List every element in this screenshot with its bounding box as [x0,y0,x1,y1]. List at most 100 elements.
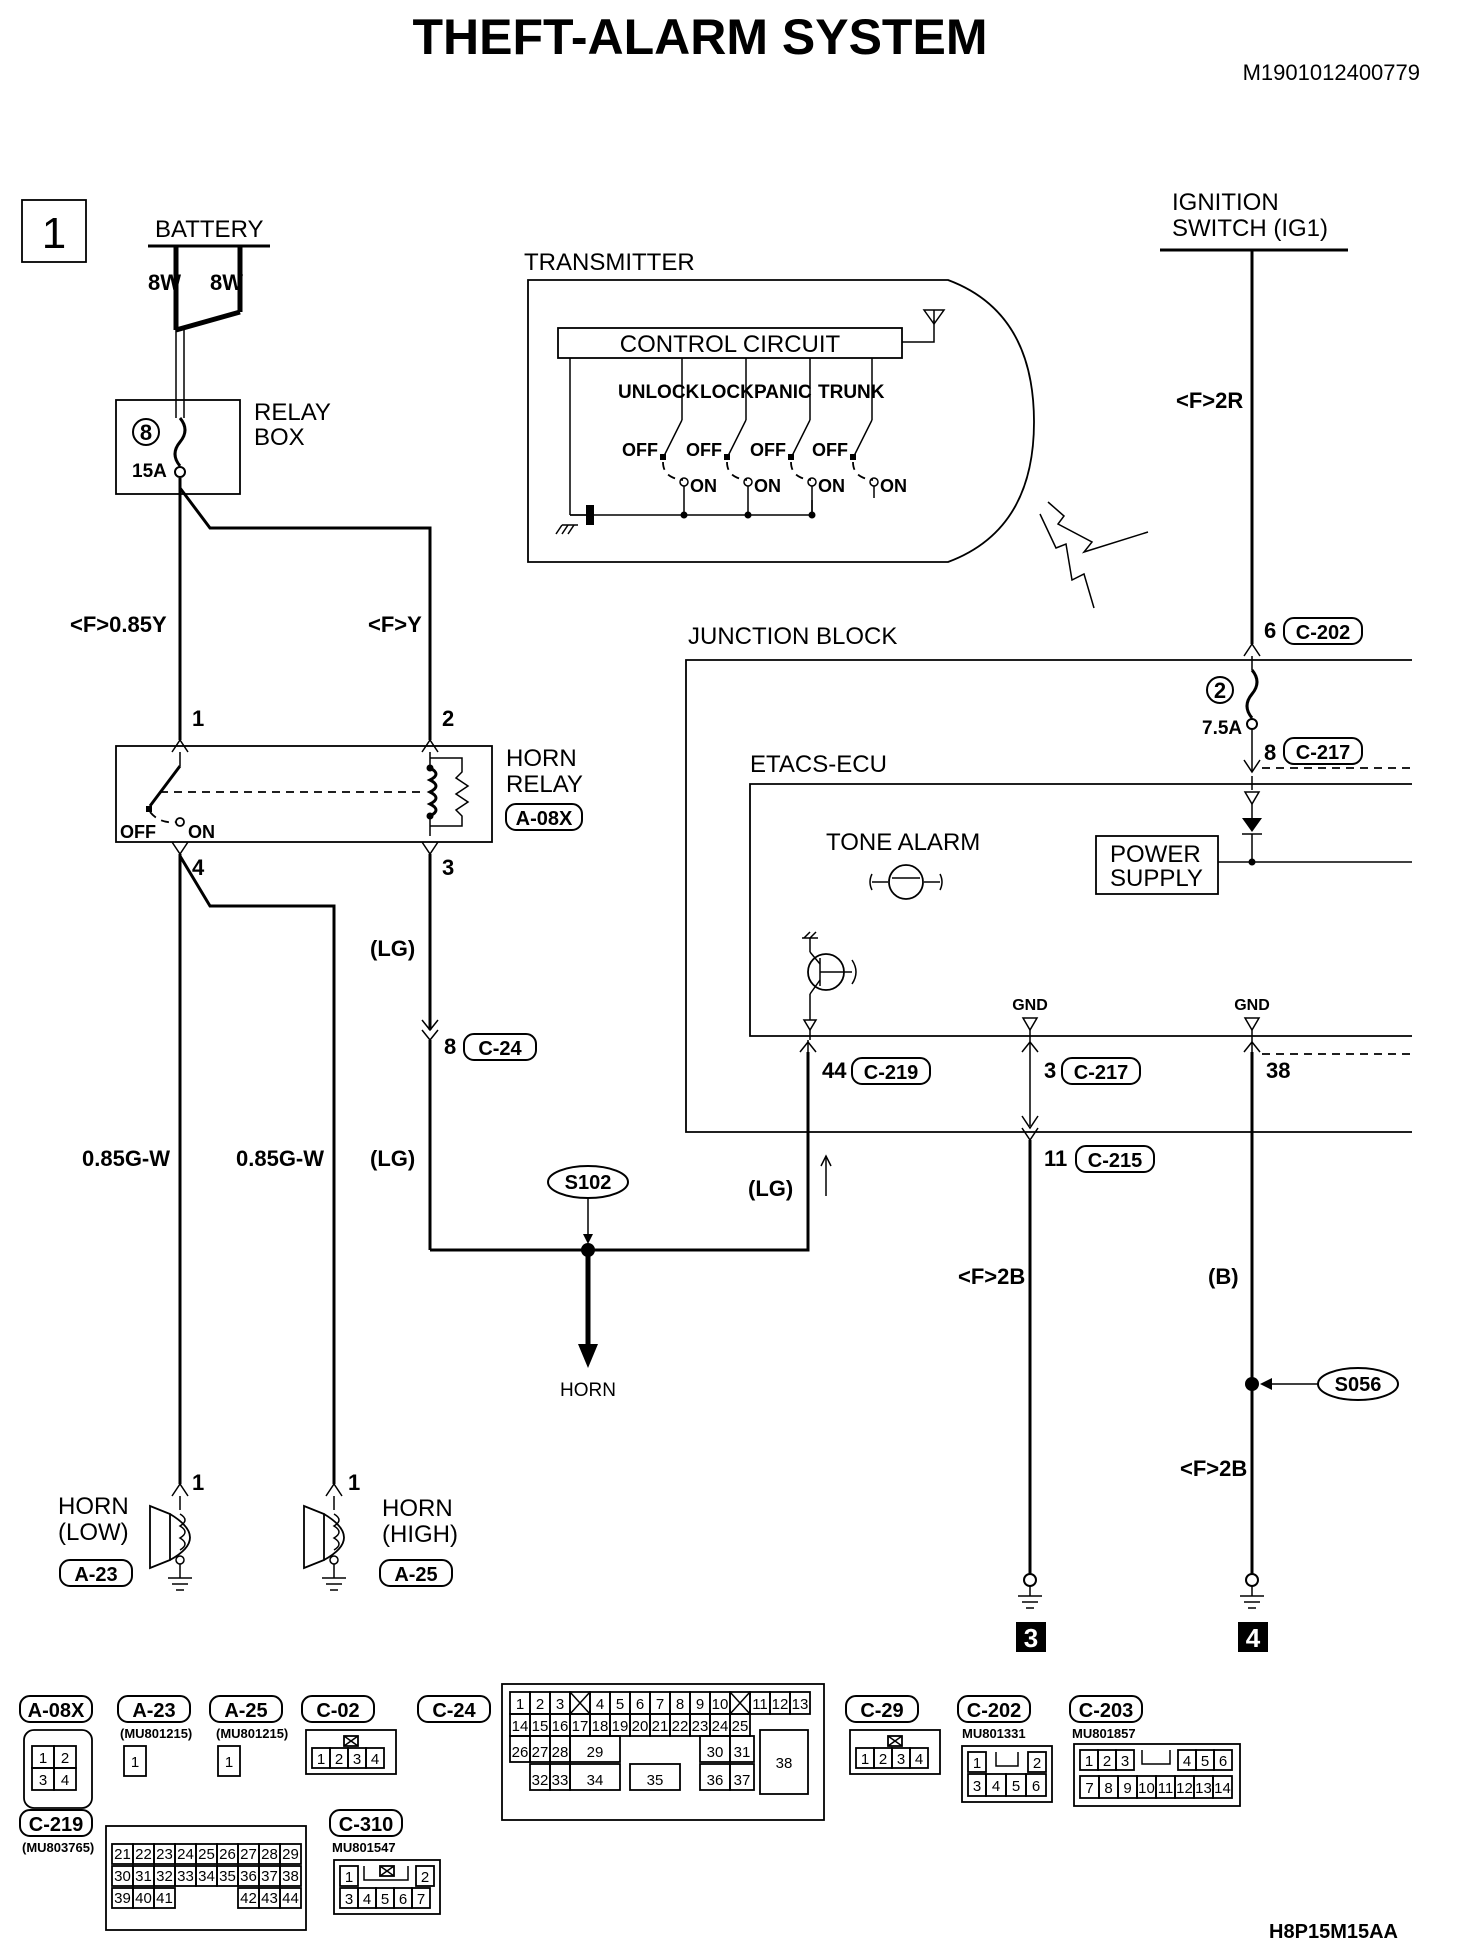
c203-cell: 14 [1214,1780,1231,1797]
fuse-8-rating: 15A [132,461,167,482]
c203-cell: 11 [1158,1780,1174,1797]
c24-cell: 27 [532,1744,549,1761]
ground-wire-4: (B) S056 <F>2B 4 [1180,1052,1399,1653]
svg-text:4: 4 [992,1778,1000,1795]
c202-badge [1283,617,1363,645]
svg-text:2: 2 [61,1750,69,1767]
horn-low-label-line2: (LOW) [58,1519,129,1546]
c215-pin: 11 [1044,1146,1067,1171]
fuse-2-badge [1206,676,1234,704]
horn-relay: HORN RELAY A-08X OFF ON 4 3 [115,745,583,880]
lg-wire: (LG) 8 C-24 (LG) (LG) S102 HORN [370,854,832,1401]
svg-text:4: 4 [371,1751,379,1768]
horn-low-pin: 1 [192,1470,204,1495]
wire-label-lg-lower: (LG) [370,1146,415,1171]
c24-cell: 28 [552,1744,569,1761]
wire-label-lg-upper: (LG) [370,936,415,961]
svg-text:7: 7 [417,1891,425,1908]
relay-pin-2: 2 [442,706,454,731]
c219-cell: 39 [114,1890,131,1907]
svg-text:C-202: C-202 [967,1700,1021,1722]
c219-cell: 23 [156,1846,173,1863]
c219-cell: 44 [282,1890,299,1907]
footer-code: H8P15M15AA [1269,1921,1398,1943]
svg-text:MU801331: MU801331 [962,1726,1026,1741]
svg-text:1: 1 [1085,1753,1093,1770]
c219-cell: 27 [240,1846,257,1863]
junction-block: JUNCTION BLOCK 2 7.5A 8 C-217 [685,623,1412,1133]
svg-text:1: 1 [861,1751,869,1768]
c24-cell: 5 [616,1696,624,1713]
svg-text:(MU801215): (MU801215) [216,1726,288,1741]
svg-text:2: 2 [1033,1755,1041,1772]
horn-relay-label-line1: HORN [506,745,577,772]
c219-cell: 37 [261,1868,278,1885]
etacs-bottom-pins: 44 C-219 3 C-217 11 C-215 38 [799,1030,1412,1173]
battery: BATTERY 8W 8W [148,216,270,333]
ignition-switch: IGNITION SWITCH (IG1) <F>2R 6 C-202 [1160,189,1363,657]
c24-cell: 26 [512,1744,529,1761]
c217-top-label: C-217 [1296,742,1350,764]
document-id: M1901012400779 [1243,60,1420,85]
connector-c02: C-02 1 2 3 4 [301,1695,397,1775]
control-circuit-label: CONTROL CIRCUIT [620,331,841,358]
svg-text:C-310: C-310 [339,1814,393,1836]
svg-text:(MU801215): (MU801215) [120,1726,192,1741]
c203-cell: 7 [1085,1780,1093,1797]
svg-text:1: 1 [225,1754,233,1771]
switch-trunk-on: ON [880,476,907,496]
battery-wire-right: 8W [210,270,243,295]
svg-text:5: 5 [1012,1778,1020,1795]
connector-a08x: A-08X 1 2 3 4 [19,1695,93,1809]
c24-cell: 34 [587,1772,604,1789]
c203-cell: 10 [1138,1780,1155,1797]
svg-text:3: 3 [1121,1753,1129,1770]
svg-text:2: 2 [421,1869,429,1886]
c24-cell: 3 [556,1696,564,1713]
transmitter-switch-lock [724,358,753,515]
horn-relay-on: ON [188,822,215,842]
c203-cell: 12 [1176,1780,1193,1797]
svg-text:2: 2 [879,1751,887,1768]
svg-text:1: 1 [317,1751,325,1768]
relay-pin-3: 3 [442,855,454,880]
fuse-2-number: 2 [1214,678,1226,703]
svg-text:A-25: A-25 [224,1700,267,1722]
c217-bottom-badge [1061,1057,1141,1085]
svg-text:4: 4 [1183,1753,1191,1770]
transmitter-switch-panic [788,358,817,515]
switch-unlock-on: ON [690,476,717,496]
c24-cell: 22 [672,1718,689,1735]
c219-label: C-219 [864,1062,918,1084]
connector-c202: C-202 MU801331 1 2 3 4 5 6 [957,1695,1053,1803]
c24-badge [463,1033,537,1061]
c24-cell: 31 [734,1744,751,1761]
svg-text:6: 6 [1219,1753,1227,1770]
svg-text:1: 1 [345,1869,353,1886]
horn-low-label-line1: HORN [58,1493,129,1520]
c24-pin: 8 [444,1034,456,1059]
svg-text:3: 3 [353,1751,361,1768]
wire-label-gnd-right-b: (B) [1208,1264,1239,1289]
wire-label-ignition: <F>2R [1176,388,1243,413]
svg-text:3: 3 [897,1751,905,1768]
transistor-icon [802,931,857,1040]
c24-cell: 4 [596,1696,604,1713]
page-number: 1 [42,209,66,258]
svg-text:A-08X: A-08X [28,1700,85,1722]
splice-s102: S102 [565,1172,612,1194]
c24-cell: 20 [632,1718,649,1735]
c219-cell: 30 [114,1868,131,1885]
c24-cell: 29 [587,1744,604,1761]
transmitter-switch-trunk [850,358,879,498]
radio-signal-icon [1039,501,1149,609]
horn-output-label: HORN [560,1380,616,1401]
c219-cell: 38 [282,1868,299,1885]
horn-high-connector: A-25 [394,1564,437,1586]
c219-cell: 24 [177,1846,194,1863]
switch-trunk-label: TRUNK [818,382,885,403]
svg-text:2: 2 [1103,1753,1111,1770]
relay-box: RELAY BOX 8 15A [115,330,331,495]
ground-wire-3: <F>2B 3 [958,1140,1046,1653]
